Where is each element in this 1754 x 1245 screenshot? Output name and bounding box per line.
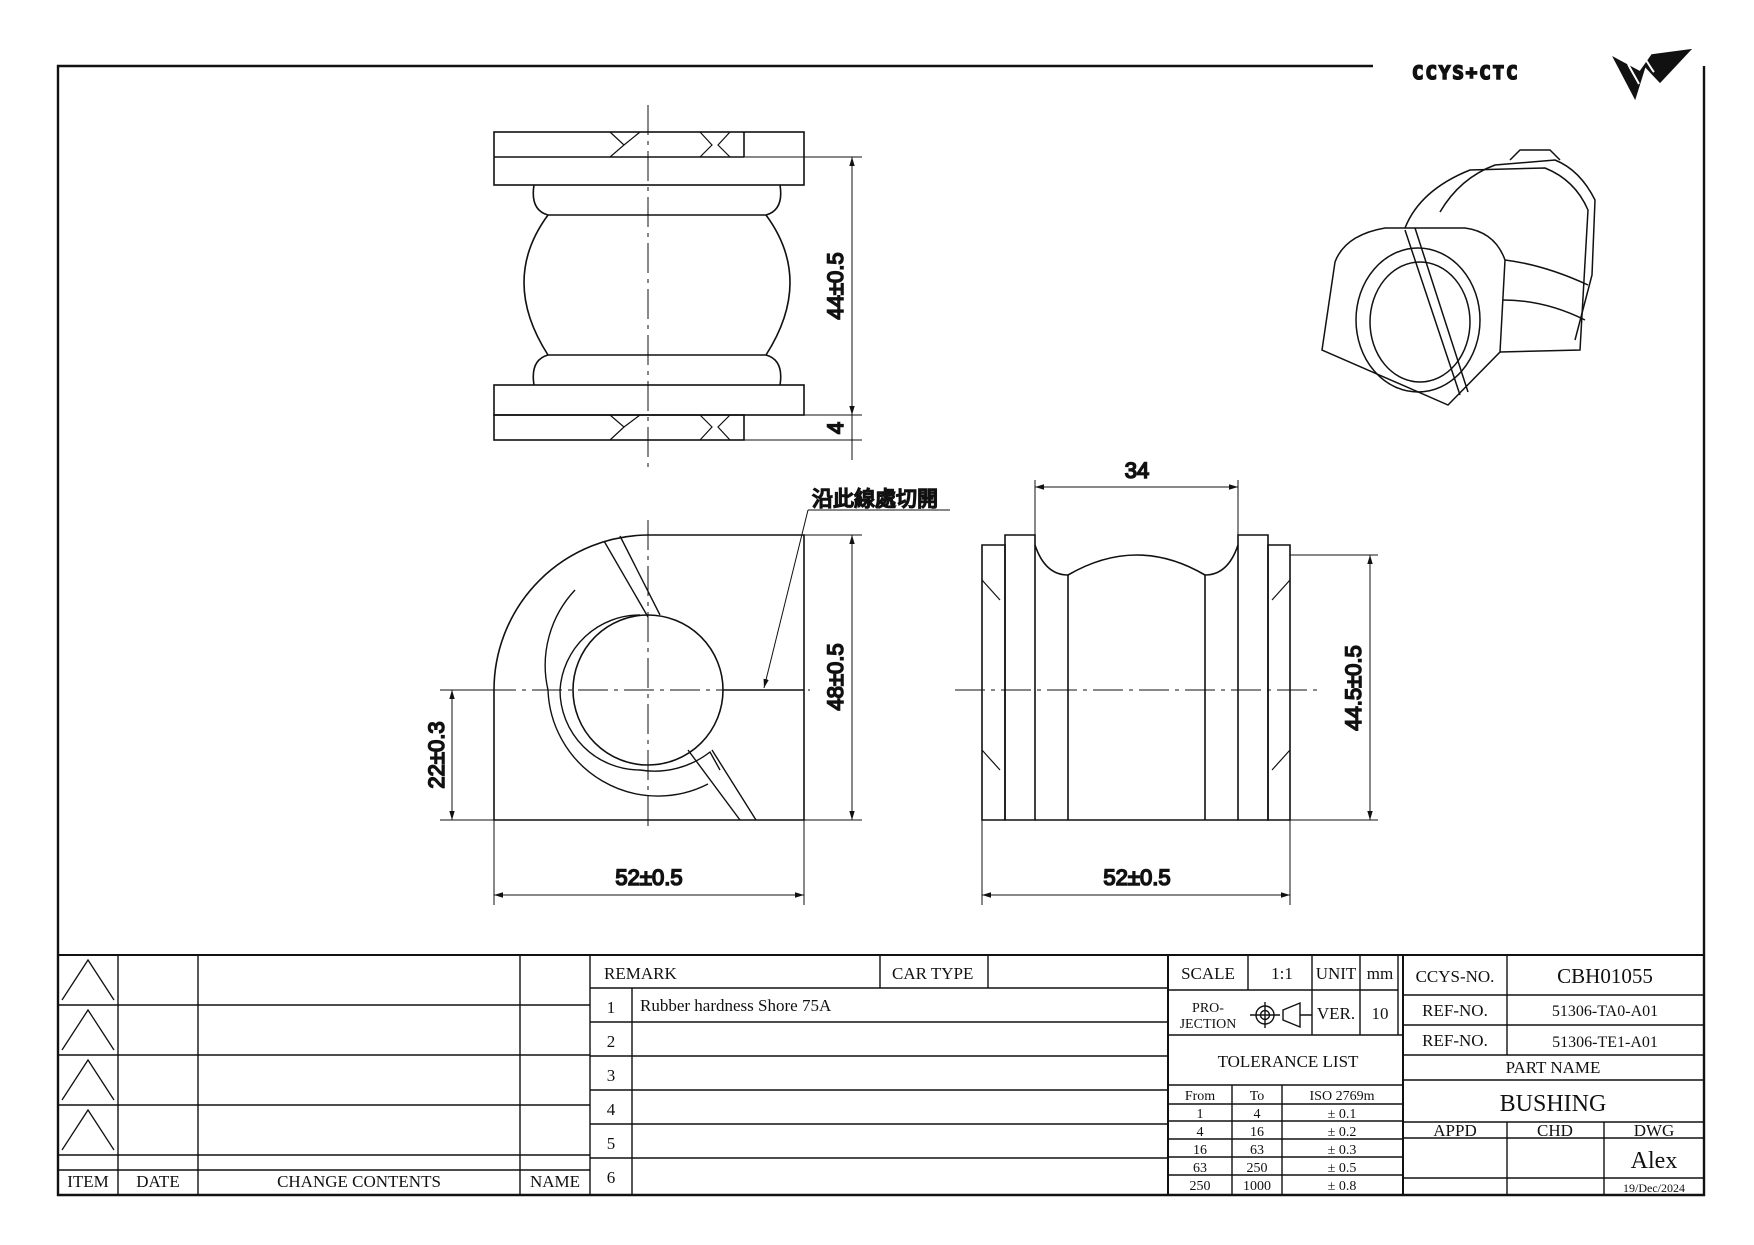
dim-side-width: 52±0.5	[1103, 865, 1170, 890]
cut-line-note: 沿此線處切開	[812, 487, 938, 511]
remark-row-no: 5	[607, 1134, 616, 1153]
side-view: 34 44.5±0.5 52±0.5	[955, 457, 1378, 905]
scale-value: 1:1	[1271, 964, 1293, 983]
ref-no-value-2: 51306-TE1-A01	[1552, 1034, 1658, 1051]
logo-text: CCYS+CTC	[1412, 62, 1520, 84]
remark-label: REMARK	[604, 964, 677, 983]
car-type-label: CAR TYPE	[892, 964, 973, 983]
tolerance-from: 250	[1190, 1179, 1211, 1194]
chd-label: CHD	[1537, 1121, 1573, 1140]
tolerance-header-from: From	[1185, 1089, 1215, 1104]
header-name: NAME	[530, 1172, 580, 1191]
ref-no-value-1: 51306-TA0-A01	[1552, 1003, 1658, 1020]
remark-row-no: 6	[607, 1168, 616, 1187]
isometric-view	[1321, 149, 1596, 406]
sheet-border	[56, 64, 1706, 1197]
projection-label-line2: JECTION	[1180, 1017, 1237, 1032]
tolerance-to: 250	[1247, 1161, 1268, 1176]
company-logo: CCYS+CTC	[1411, 48, 1693, 101]
remark-row-no: 2	[607, 1032, 616, 1051]
ref-no-label-2: REF-NO.	[1422, 1031, 1488, 1050]
ccys-no-value: CBH01055	[1557, 964, 1653, 988]
tolerance-to: 1000	[1243, 1179, 1271, 1194]
projection-label-line1: PRO-	[1192, 1001, 1224, 1016]
top-view: 44±0.5 4	[493, 105, 862, 470]
remark-row-no: 3	[607, 1066, 616, 1085]
remark-row-no: 1	[607, 998, 616, 1017]
tolerance-header-to: To	[1250, 1089, 1265, 1104]
front-view: 沿此線處切開 48±0.5 22±0.3 52±0.5	[423, 486, 950, 905]
tolerance-to: 4	[1254, 1107, 1261, 1122]
tolerance-value: ± 0.5	[1328, 1161, 1357, 1176]
tolerance-from: 1	[1197, 1107, 1204, 1122]
dim-flange-thickness: 4	[823, 422, 848, 434]
dim-side-height: 44.5±0.5	[1341, 645, 1366, 730]
tolerance-from: 4	[1197, 1125, 1204, 1140]
remark-row-text: Rubber hardness Shore 75A	[640, 996, 832, 1015]
dwg-drafter: Alex	[1631, 1148, 1678, 1174]
tolerance-value: ± 0.8	[1328, 1179, 1357, 1194]
version-label: VER.	[1317, 1004, 1355, 1023]
tolerance-to: 16	[1250, 1125, 1264, 1140]
scale-label: SCALE	[1181, 964, 1235, 983]
dim-front-height: 48±0.5	[823, 643, 848, 710]
tolerance-title: TOLERANCE LIST	[1218, 1052, 1359, 1071]
title-block	[58, 954, 1704, 1195]
tolerance-value: ± 0.1	[1328, 1107, 1357, 1122]
dwg-date: 19/Dec/2024	[1623, 1181, 1685, 1195]
unit-label: UNIT	[1316, 964, 1357, 983]
ccys-no-label: CCYS-NO.	[1416, 967, 1495, 986]
appd-label: APPD	[1433, 1121, 1476, 1140]
dim-front-width: 52±0.5	[615, 865, 682, 890]
header-item: ITEM	[67, 1172, 109, 1191]
tolerance-value: ± 0.3	[1328, 1143, 1357, 1158]
tolerance-from: 63	[1193, 1161, 1207, 1176]
ref-no-label-1: REF-NO.	[1422, 1001, 1488, 1020]
dim-groove-width: 34	[1125, 458, 1149, 483]
remark-row-no: 4	[607, 1100, 616, 1119]
tolerance-value: ± 0.2	[1328, 1125, 1357, 1140]
header-change-contents: CHANGE CONTENTS	[277, 1172, 441, 1191]
part-name-value: BUSHING	[1500, 1091, 1607, 1117]
tolerance-from: 16	[1193, 1143, 1207, 1158]
tolerance-header-iso: ISO 2769m	[1310, 1089, 1375, 1104]
header-date: DATE	[136, 1172, 179, 1191]
dim-bore-height: 22±0.3	[424, 721, 449, 788]
part-name-label: PART NAME	[1506, 1058, 1601, 1077]
dim-top-height: 44±0.5	[823, 252, 848, 319]
dwg-label: DWG	[1634, 1121, 1675, 1140]
unit-value: mm	[1367, 964, 1393, 983]
title-block-text: ITEM DATE CHANGE CONTENTS NAME REMARK CA…	[67, 964, 1685, 1195]
version-value: 10	[1372, 1004, 1389, 1023]
tolerance-to: 63	[1250, 1143, 1264, 1158]
